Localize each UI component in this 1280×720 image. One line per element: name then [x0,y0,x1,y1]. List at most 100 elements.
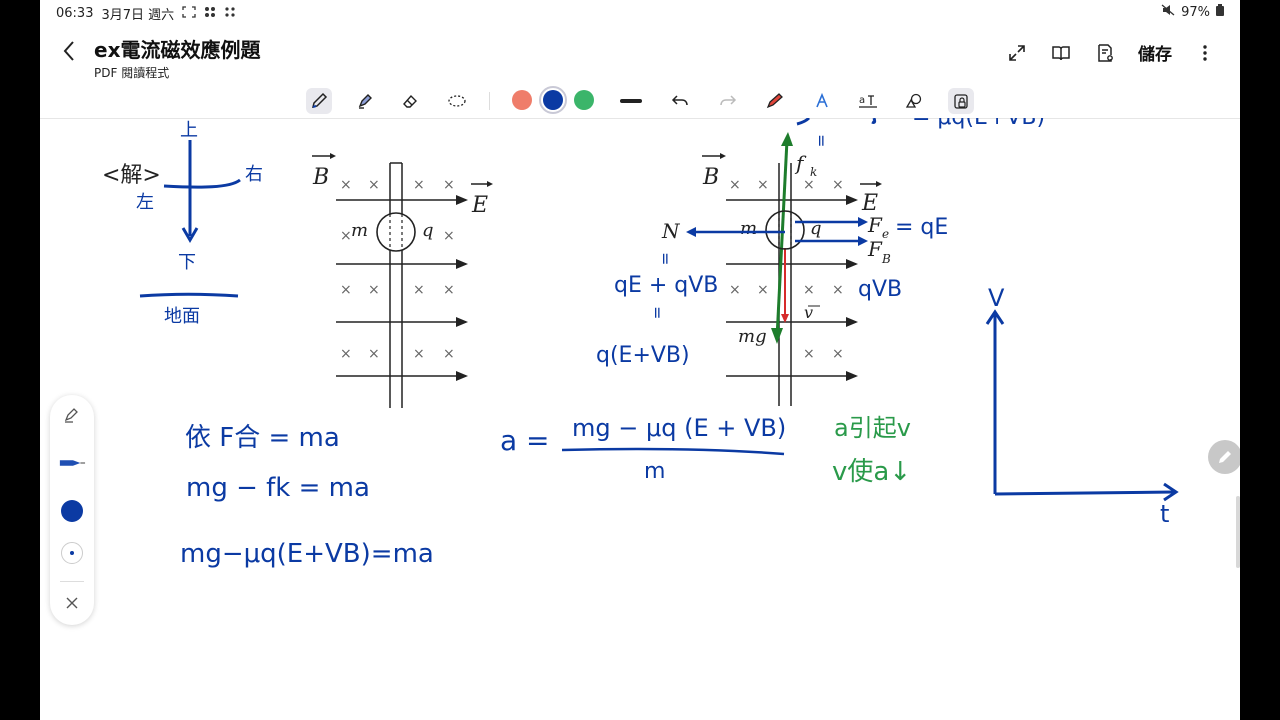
svg-text:×: × [832,177,844,193]
panel-divider [60,581,84,582]
color-swatch-red[interactable] [512,90,532,110]
a-lhs: a = [500,424,550,457]
clock: 06:33 [56,6,94,21]
pen-mode-tool[interactable] [762,88,788,114]
svg-text:×: × [443,228,455,244]
svg-text:×: × [340,346,352,362]
pen-icon [311,92,328,109]
document-subtitle: PDF 閱讀程式 [94,66,170,80]
battery-text: 97% [1181,4,1210,20]
svg-text:a: a [859,95,865,106]
highlighter-tool[interactable] [352,88,378,114]
fountain-pen-button[interactable] [58,449,86,477]
fig2-label-fk-sub: k [810,165,817,179]
book-icon [1052,45,1070,60]
pen-settings-button[interactable] [58,401,86,429]
handwriting-layer: = μq(E+VB) 上 <解> 左 右 下 地面 B [102,105,1179,569]
fig2-label-m: m [740,218,757,239]
redo-icon [720,95,737,106]
text-tool[interactable]: a [855,88,881,114]
fig1-label-B: B [312,165,329,190]
top-partial-equation: = μq(E+VB) [912,118,1045,130]
pen-settings-icon [64,408,78,423]
book-view-button[interactable] [1050,42,1072,64]
lasso-tool[interactable] [444,88,470,114]
close-panel-button[interactable] [58,589,86,617]
color-swatch-green[interactable] [574,90,594,110]
fig1-label-m: m [351,220,368,241]
more-options-button[interactable] [1194,42,1216,64]
n-equation-1: qE + qVB [614,273,718,298]
date: 3月7日 週六 [101,8,175,23]
fe-equation: = qE [895,215,948,240]
svg-text:×: × [340,282,352,298]
shapes-icon [905,93,922,108]
text-icon: a [859,95,877,108]
svg-text:×: × [368,177,380,193]
svg-text:×: × [443,177,455,193]
label-down: 下 [178,252,196,273]
right-figure: B E ×××× [596,132,948,406]
label-right: 右 [245,164,263,185]
fig1-label-E: E [471,193,488,218]
undo-button[interactable] [667,88,693,114]
fk-equals-mark: = [812,134,831,147]
partial-stroke [796,116,811,126]
svg-text:×: × [832,282,844,298]
n-equation-2: q(E+VB) [596,343,690,368]
toolbar-divider [489,92,490,110]
pen-size-button[interactable] [58,539,86,567]
note-canvas[interactable]: = μq(E+VB) 上 <解> 左 右 下 地面 B [40,105,1240,720]
n-equals-mark-2: = [648,306,667,319]
shape-a-icon [816,92,828,108]
fig2-label-FB-sub: B [881,252,891,266]
more-vertical-icon [1203,44,1207,61]
color-swatch-blue[interactable] [539,86,567,114]
fig2-label-Fe-sub: e [882,227,889,241]
svg-text:×: × [340,228,352,244]
undo-icon [671,95,688,106]
drawing-toolbar: a [40,84,1240,119]
fig2-label-FB: F [867,237,883,261]
redo-button[interactable] [715,88,741,114]
expand-button[interactable] [1006,42,1028,64]
document-settings-button[interactable] [1094,42,1116,64]
stroke-width-tool[interactable] [618,88,644,114]
stroke-width-icon [620,99,642,103]
fig2-label-Fe: F [867,213,883,237]
label-up: 上 [180,120,198,141]
scrollbar[interactable] [1236,496,1240,568]
equation-2: mg − fk = ma [186,473,370,503]
size-dot-icon [61,542,83,564]
fountain-pen-icon [59,460,86,466]
expand-icon [1009,44,1025,61]
svg-text:×: × [368,282,380,298]
edit-fab[interactable] [1208,440,1240,474]
axis-v-label: V [988,284,1005,312]
equation-1: 依 F合 = ma [185,423,340,453]
pen-side-panel [50,395,94,625]
green-note-1: a引起v [834,414,911,442]
fb-equation: qVB [858,277,902,302]
svg-text:×: × [443,282,455,298]
chevron-left-icon [63,41,74,61]
direction-cross: 上 <解> 左 右 下 地面 [102,120,263,327]
eraser-tool[interactable] [397,88,423,114]
pen-color-button[interactable] [58,497,86,525]
back-button[interactable] [62,40,82,68]
shapes-tool[interactable] [901,88,927,114]
pencil-icon [1219,451,1231,463]
svg-text:×: × [413,346,425,362]
save-button[interactable]: 儲存 [1138,45,1172,65]
pen-tool[interactable] [306,88,332,114]
document-settings-icon [1098,43,1113,62]
lock-tool[interactable] [948,88,974,114]
svg-text:×: × [729,282,741,298]
green-note-2: v使a↓ [832,457,911,487]
battery-icon [1216,4,1224,20]
shape-recognition-tool[interactable] [809,88,835,114]
svg-text:×: × [803,282,815,298]
label-ground: 地面 [164,306,200,327]
svg-text:×: × [757,177,769,193]
title-bar: ex電流磁效應例題 PDF 閱讀程式 儲存 [40,24,1240,84]
